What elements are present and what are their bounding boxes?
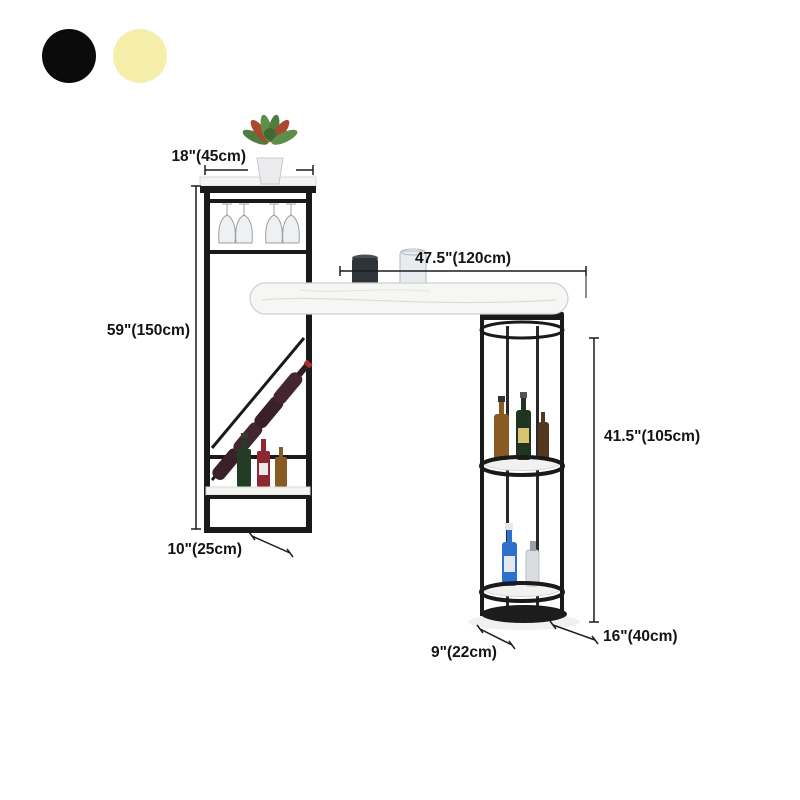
tower-bottom-rail <box>204 527 312 533</box>
dimension-label-left-height: 59"(150cm) <box>107 322 190 339</box>
tower-rail <box>204 250 312 254</box>
dimension-lines <box>191 185 599 650</box>
dimension-label-top-shelf-width: 18"(45cm) <box>171 148 246 165</box>
color-swatches <box>42 29 167 83</box>
bar-top <box>249 248 569 315</box>
bar-items <box>352 248 427 286</box>
marble-vein <box>261 297 557 304</box>
plant-pot <box>256 157 284 185</box>
tower-right-post <box>306 186 312 533</box>
potted-plant <box>242 114 298 185</box>
column-bottom-ring <box>479 581 565 603</box>
dimension-line-top-shelf <box>204 165 314 175</box>
top-shelf-frame <box>200 186 316 193</box>
column-mid-ring <box>479 455 565 477</box>
tower-lower-shelf-bottles <box>237 433 287 487</box>
dimension-label-bar-length: 47.5"(120cm) <box>415 250 511 267</box>
dimension-label-column-depth: 9"(22cm) <box>431 644 497 661</box>
tower-left-post <box>204 186 210 533</box>
dimension-label-right-height: 41.5"(105cm) <box>604 428 700 445</box>
color-swatch-cream[interactable] <box>113 29 167 83</box>
bottom-shelf-bottles <box>502 523 540 587</box>
left-tower <box>199 114 317 533</box>
right-column <box>468 312 580 630</box>
hanging-wine-glasses <box>218 203 300 244</box>
dimension-label-shelf-depth: 16"(40cm) <box>603 628 678 645</box>
tower-lower-shelf-frame <box>206 495 310 499</box>
dimension-labels: 18"(45cm) 47.5"(120cm) 59"(150cm) 41.5"(… <box>107 148 700 661</box>
tower-lower-shelf <box>205 486 311 496</box>
top-shelf <box>199 176 317 187</box>
column-base <box>481 605 567 623</box>
dimension-label-tower-depth: 10"(25cm) <box>167 541 242 558</box>
stemware-rack <box>210 199 306 203</box>
marble-vein <box>299 289 431 292</box>
color-swatch-black[interactable] <box>42 29 96 83</box>
mid-shelf-bottles <box>494 392 549 460</box>
